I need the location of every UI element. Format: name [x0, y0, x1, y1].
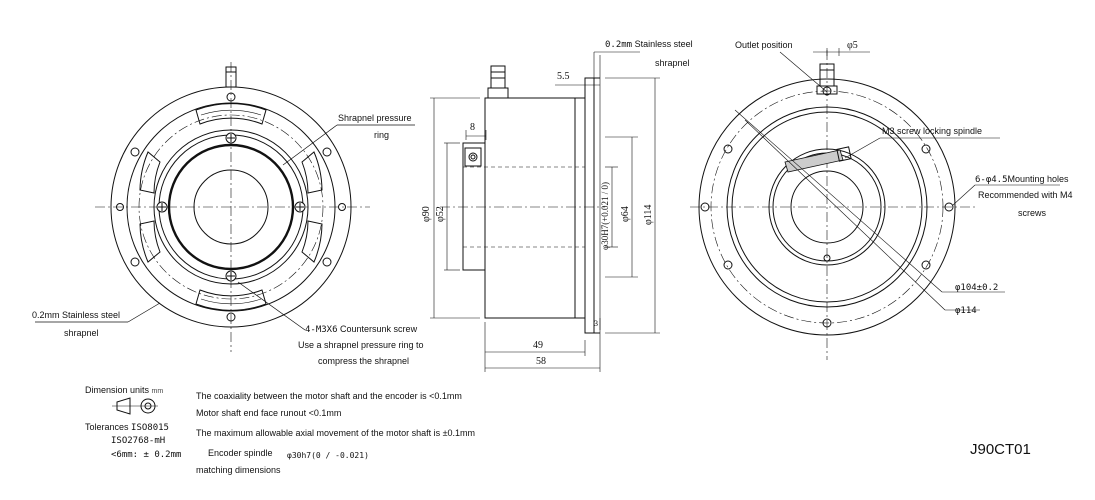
countersunk-screw	[225, 132, 237, 144]
spindle-note: Encoder spindle	[208, 448, 273, 458]
countersunk-screw	[294, 201, 306, 213]
mounting-holes-label-3: screws	[1018, 208, 1047, 218]
mounting-hole	[226, 92, 236, 102]
screw-label-2: Use a shrapnel pressure ring to	[298, 340, 424, 350]
axial-note: The maximum allowable axial movement of …	[196, 428, 476, 438]
mounting-holes-label-2: Recommended with M4	[978, 190, 1073, 200]
left-slot	[139, 151, 161, 194]
dim-phi-114: φ114	[643, 204, 654, 225]
screw-label-3: compress the shrapnel	[318, 356, 410, 366]
dim-phi-52: φ52	[435, 206, 446, 222]
side-view	[430, 51, 660, 372]
left-slot	[195, 103, 267, 125]
dim-phi-64: φ64	[620, 206, 631, 222]
dim-5-5: 5.5	[557, 71, 570, 82]
dim-phi-90: φ90	[421, 206, 432, 222]
dim-phi-30: φ30H7(+0.021 / 0)	[600, 181, 610, 250]
mounting-hole	[921, 144, 931, 154]
projection-symbol-icon	[112, 397, 158, 415]
mounting-hole	[322, 147, 332, 157]
dim-8: 8	[470, 122, 475, 133]
dim-phi-104: φ104±0.2	[955, 283, 999, 293]
mounting-hole	[723, 260, 733, 270]
countersunk-screw	[225, 270, 237, 282]
mounting-hole	[723, 144, 733, 154]
dim-phi-114-right: φ114	[955, 306, 977, 316]
tolerances-label: Tolerances ISO8015	[85, 422, 169, 433]
outlet-position-label: Outlet position	[735, 40, 793, 50]
mounting-hole	[921, 260, 931, 270]
steel-shrapnel-label-2: shrapnel	[64, 328, 99, 338]
mounting-hole	[322, 257, 332, 267]
right-view	[690, 48, 1060, 360]
left-slot	[139, 220, 161, 263]
runout-note: Motor shaft end face runout <0.1mm	[196, 408, 342, 418]
left-slot	[301, 151, 323, 194]
model-number: J90CT01	[970, 441, 1031, 458]
dim-phi-5: φ5	[847, 40, 858, 51]
shrapnel-ring-label: Shrapnel pressure	[338, 113, 412, 123]
left-slot	[301, 220, 323, 263]
dim-49: 49	[533, 340, 543, 351]
screw-label: 4-M3X6 Countersunk screw	[305, 324, 418, 335]
countersunk-screw	[156, 201, 168, 213]
m3-locking-label: M3 screw locking spindle	[882, 126, 983, 136]
left-slot	[195, 289, 267, 311]
top-steel-label: 0.2mm Stainless steel	[605, 39, 693, 50]
shrapnel-ring-label-2: ring	[374, 130, 390, 140]
mounting-hole	[130, 257, 140, 267]
spindle-fit: φ30h7(0 / -0.021)	[287, 451, 369, 460]
top-steel-label-2: shrapnel	[655, 58, 690, 68]
dim-3: 3	[594, 319, 598, 328]
steel-shrapnel-label: 0.2mm Stainless steel	[32, 310, 121, 320]
mounting-hole	[226, 312, 236, 322]
mounting-hole	[822, 86, 832, 96]
tolerance-range: <6mm: ± 0.2mm	[111, 450, 182, 460]
mounting-hole	[130, 147, 140, 157]
spindle-note-2: matching dimensions	[196, 465, 281, 475]
mounting-hole	[822, 318, 832, 328]
tolerance-standard: ISO2768-mH	[111, 436, 166, 446]
left-view	[35, 62, 415, 352]
coaxiality-note: The coaxiality between the motor shaft a…	[196, 391, 462, 401]
dimension-units-label: Dimension units mm	[85, 385, 164, 395]
mounting-holes-label: 6-φ4.5Mounting holes	[975, 174, 1069, 185]
dim-58: 58	[536, 356, 546, 367]
